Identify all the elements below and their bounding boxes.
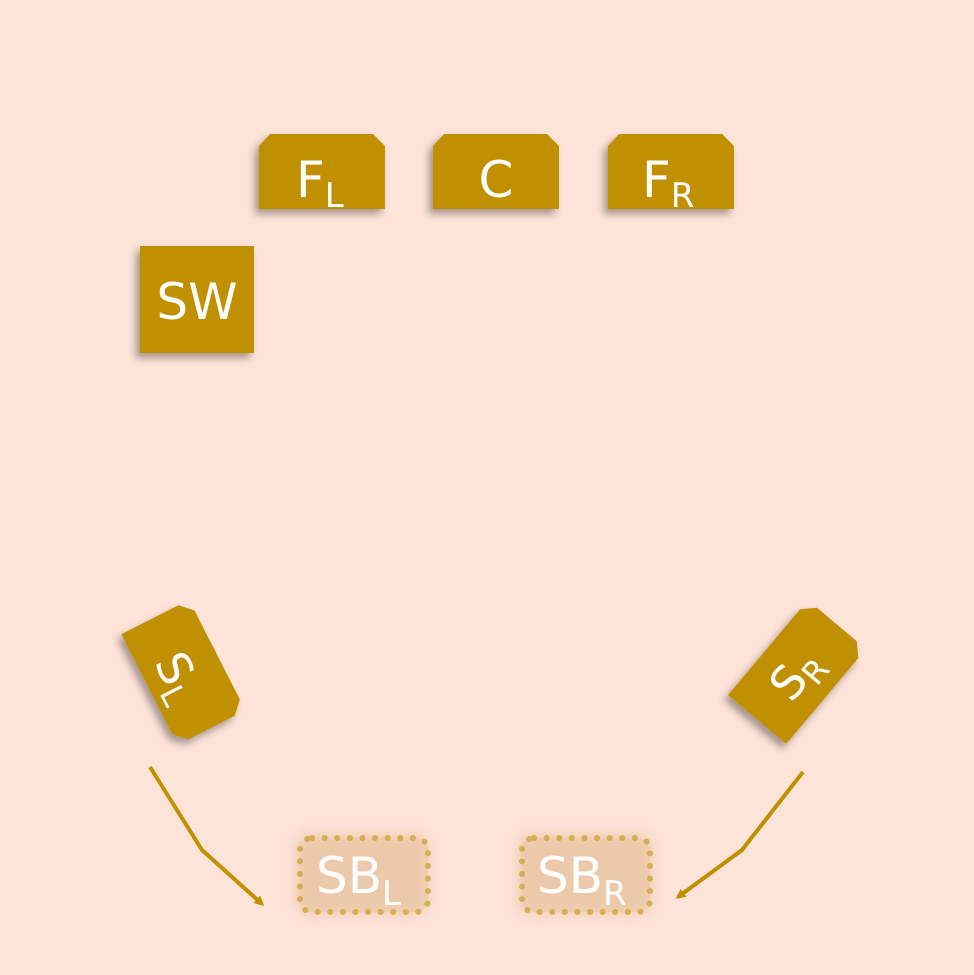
arrow-surround-left-to-back-left [148,765,265,907]
speaker-center-label: C [479,151,514,209]
speaker-surround-left: SL [121,605,240,740]
speaker-surround-back-right: SBR [518,834,653,915]
speaker-front-right: FR [608,134,734,216]
speaker-subwoofer-box [140,246,254,353]
arrow-surround-right-to-back-right [675,770,805,899]
speaker-surround-back-left: SBL [296,834,431,915]
speaker-front-left-label: FL [296,151,344,216]
speaker-front-left-box [259,134,385,209]
speaker-surround-back-right-label: SBR [537,847,627,914]
speaker-surround-right-box [728,607,859,744]
speaker-center-box [433,134,559,209]
speaker-front-left: FL [259,134,385,216]
speaker-surround-right: SR [728,607,859,744]
speaker-surround-left-box [121,605,240,740]
speaker-surround-back-right-box [519,835,653,915]
speaker-surround-back-left-box [297,835,431,915]
speaker-front-right-box [608,134,734,209]
speaker-center: C [433,134,559,209]
speaker-surround-back-left-label: SBL [316,847,401,914]
speaker-front-right-label: FR [642,151,694,216]
speaker-subwoofer-label: SW [156,273,237,331]
speaker-subwoofer: SW [140,246,254,353]
